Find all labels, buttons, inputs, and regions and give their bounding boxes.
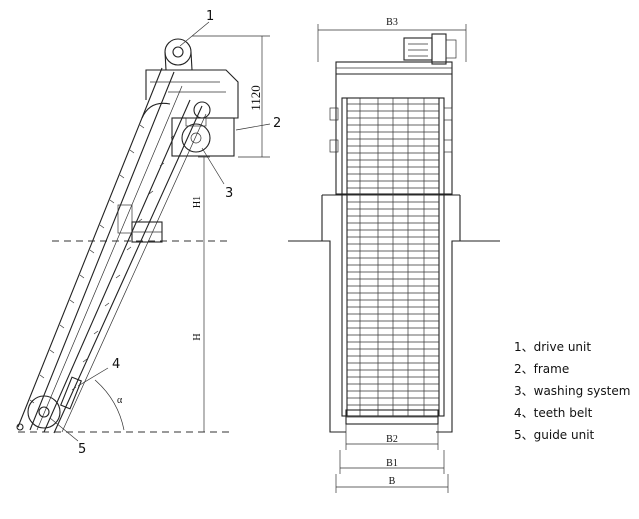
- dimension-h1: [198, 156, 210, 241]
- teeth-belt: [60, 376, 82, 410]
- inclined-frame: [17, 67, 207, 434]
- angle-label: α: [117, 395, 123, 406]
- angle-arc: [94, 379, 125, 431]
- dimension-b1-label: B1: [386, 458, 398, 469]
- drive-unit: [164, 38, 211, 119]
- callout-leaders: [49, 21, 271, 442]
- washing-system: [181, 117, 211, 153]
- rake-rows: [347, 103, 439, 406]
- teeth-ticks: [29, 124, 176, 404]
- dimension-b2: [345, 424, 439, 450]
- dimension-1120-label: 1120: [248, 85, 263, 111]
- upper-arc: [141, 102, 171, 119]
- callout-3: 3: [225, 186, 233, 201]
- dimension-b2-label: B2: [386, 434, 398, 445]
- front-view: B3 B2 B1 B: [288, 17, 500, 493]
- dimension-b-label: B: [389, 476, 396, 487]
- legend-item-guide-unit: 5、guide unit: [514, 428, 595, 442]
- callout-2: 2: [273, 116, 281, 131]
- guide-unit: [16, 395, 61, 431]
- mounting-bracket: [117, 204, 163, 243]
- parts-legend: 1、drive unit 2、frame 3、washing system 4、…: [514, 338, 630, 448]
- callout-5: 5: [78, 442, 86, 457]
- dimension-b1: [339, 450, 445, 474]
- front-drive-motor: [403, 33, 457, 65]
- front-top-frame: [335, 61, 453, 195]
- legend-item-teeth-belt: 4、teeth belt: [514, 406, 593, 420]
- side-view: 1 2 3 4 5 1120 H1 H α: [16, 9, 281, 457]
- dimension-b3-label: B3: [386, 17, 398, 28]
- dimension-h1-label: H1: [192, 196, 203, 208]
- dimension-h-label: H: [192, 333, 203, 340]
- dimension-b3: [317, 24, 467, 62]
- side-brackets: [329, 107, 453, 153]
- callout-4: 4: [112, 357, 120, 372]
- legend-item-frame: 2、frame: [514, 362, 570, 376]
- dimension-b: [335, 474, 449, 493]
- bottom-base: [345, 409, 439, 425]
- top-housing: [145, 69, 239, 157]
- legend-item-washing-system: 3、washing system: [514, 384, 631, 398]
- rake-body: [341, 97, 445, 417]
- dimension-1120: [192, 35, 270, 158]
- legend-item-drive-unit: 1、drive unit: [514, 340, 592, 354]
- callout-1: 1: [206, 9, 214, 24]
